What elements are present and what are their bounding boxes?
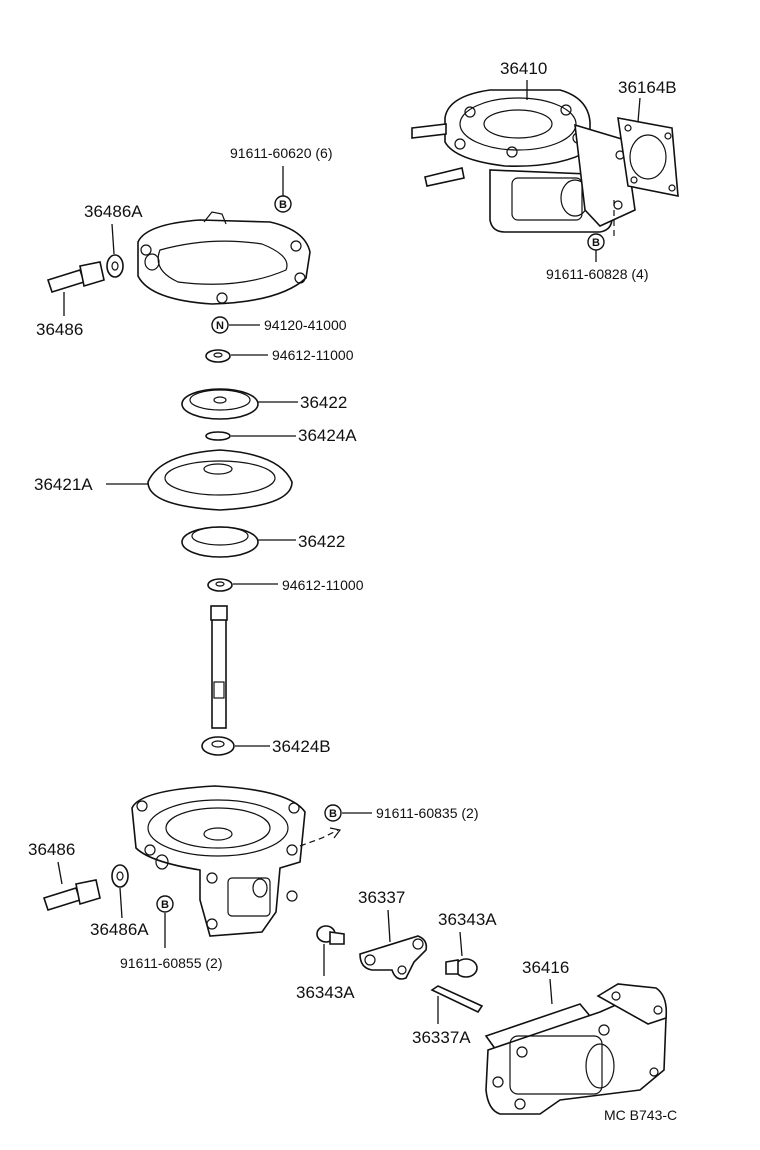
svg-text:B: B bbox=[161, 899, 169, 911]
label-36486A-top: 36486A bbox=[84, 202, 143, 221]
bolt-symbol: B bbox=[274, 195, 292, 213]
housing-36416 bbox=[484, 983, 668, 1115]
label-36343A-right: 36343A bbox=[438, 910, 497, 929]
bolt-symbol: B bbox=[324, 804, 342, 822]
label-36486A-bottom: 36486A bbox=[90, 920, 149, 939]
lower-body bbox=[131, 785, 306, 937]
label-36343A-left: 36343A bbox=[296, 983, 355, 1002]
label-36416: 36416 bbox=[522, 958, 569, 977]
bolt-symbol: B bbox=[587, 233, 605, 251]
upper-cover bbox=[137, 211, 311, 305]
label-94612-11000-a: 94612-11000 bbox=[272, 347, 354, 363]
label-36486-bottom: 36486 bbox=[28, 840, 75, 859]
nipple-36486-lower bbox=[42, 879, 101, 911]
label-91611-60620: 91611-60620 (6) bbox=[230, 145, 332, 161]
svg-text:B: B bbox=[592, 237, 600, 249]
bolt-symbol: B bbox=[156, 895, 174, 913]
washer-36486A-lower bbox=[111, 864, 129, 888]
diaphragm-plate-36422-lower bbox=[181, 526, 259, 558]
label-36424B: 36424B bbox=[272, 737, 331, 756]
label-36422-a: 36422 bbox=[300, 393, 347, 412]
label-36410: 36410 bbox=[500, 59, 547, 78]
label-91611-60828: 91611-60828 (4) bbox=[546, 266, 648, 282]
diagram-code: MC B743-C bbox=[604, 1107, 677, 1123]
label-94612-11000-b: 94612-11000 bbox=[282, 577, 364, 593]
diaphragm-36421A bbox=[147, 449, 293, 511]
gasket-36164B bbox=[617, 117, 679, 197]
label-36164B: 36164B bbox=[618, 78, 677, 97]
label-36486-top: 36486 bbox=[36, 320, 83, 339]
shaft bbox=[210, 605, 228, 729]
label-36421A: 36421A bbox=[34, 475, 93, 494]
label-36422-b: 36422 bbox=[298, 532, 345, 551]
label-91611-60835: 91611-60835 (2) bbox=[376, 805, 478, 821]
seal-36424B bbox=[201, 736, 235, 756]
svg-text:B: B bbox=[329, 808, 337, 820]
pin-36337A bbox=[430, 985, 484, 1014]
svg-text:B: B bbox=[279, 199, 287, 211]
pin-36343A-left bbox=[316, 925, 345, 945]
label-91611-60855: 91611-60855 (2) bbox=[120, 955, 222, 971]
lever-36337 bbox=[359, 935, 428, 980]
o-ring-36424A bbox=[205, 431, 231, 441]
label-36424A: 36424A bbox=[298, 426, 357, 445]
label-94120-41000: 94120-41000 bbox=[264, 317, 347, 333]
pin-36343A-right bbox=[445, 958, 478, 978]
washer-36486A bbox=[106, 254, 124, 278]
nipple-36486 bbox=[46, 261, 105, 293]
svg-text:N: N bbox=[216, 320, 224, 332]
diaphragm-plate-36422 bbox=[181, 388, 259, 420]
nut-symbol: N bbox=[211, 316, 229, 334]
regulator-assembly-36410 bbox=[411, 89, 636, 233]
label-36337: 36337 bbox=[358, 888, 405, 907]
washer-94612-11000 bbox=[205, 349, 231, 363]
washer-94612-11000-lower bbox=[207, 578, 233, 592]
label-36337A: 36337A bbox=[412, 1028, 471, 1047]
